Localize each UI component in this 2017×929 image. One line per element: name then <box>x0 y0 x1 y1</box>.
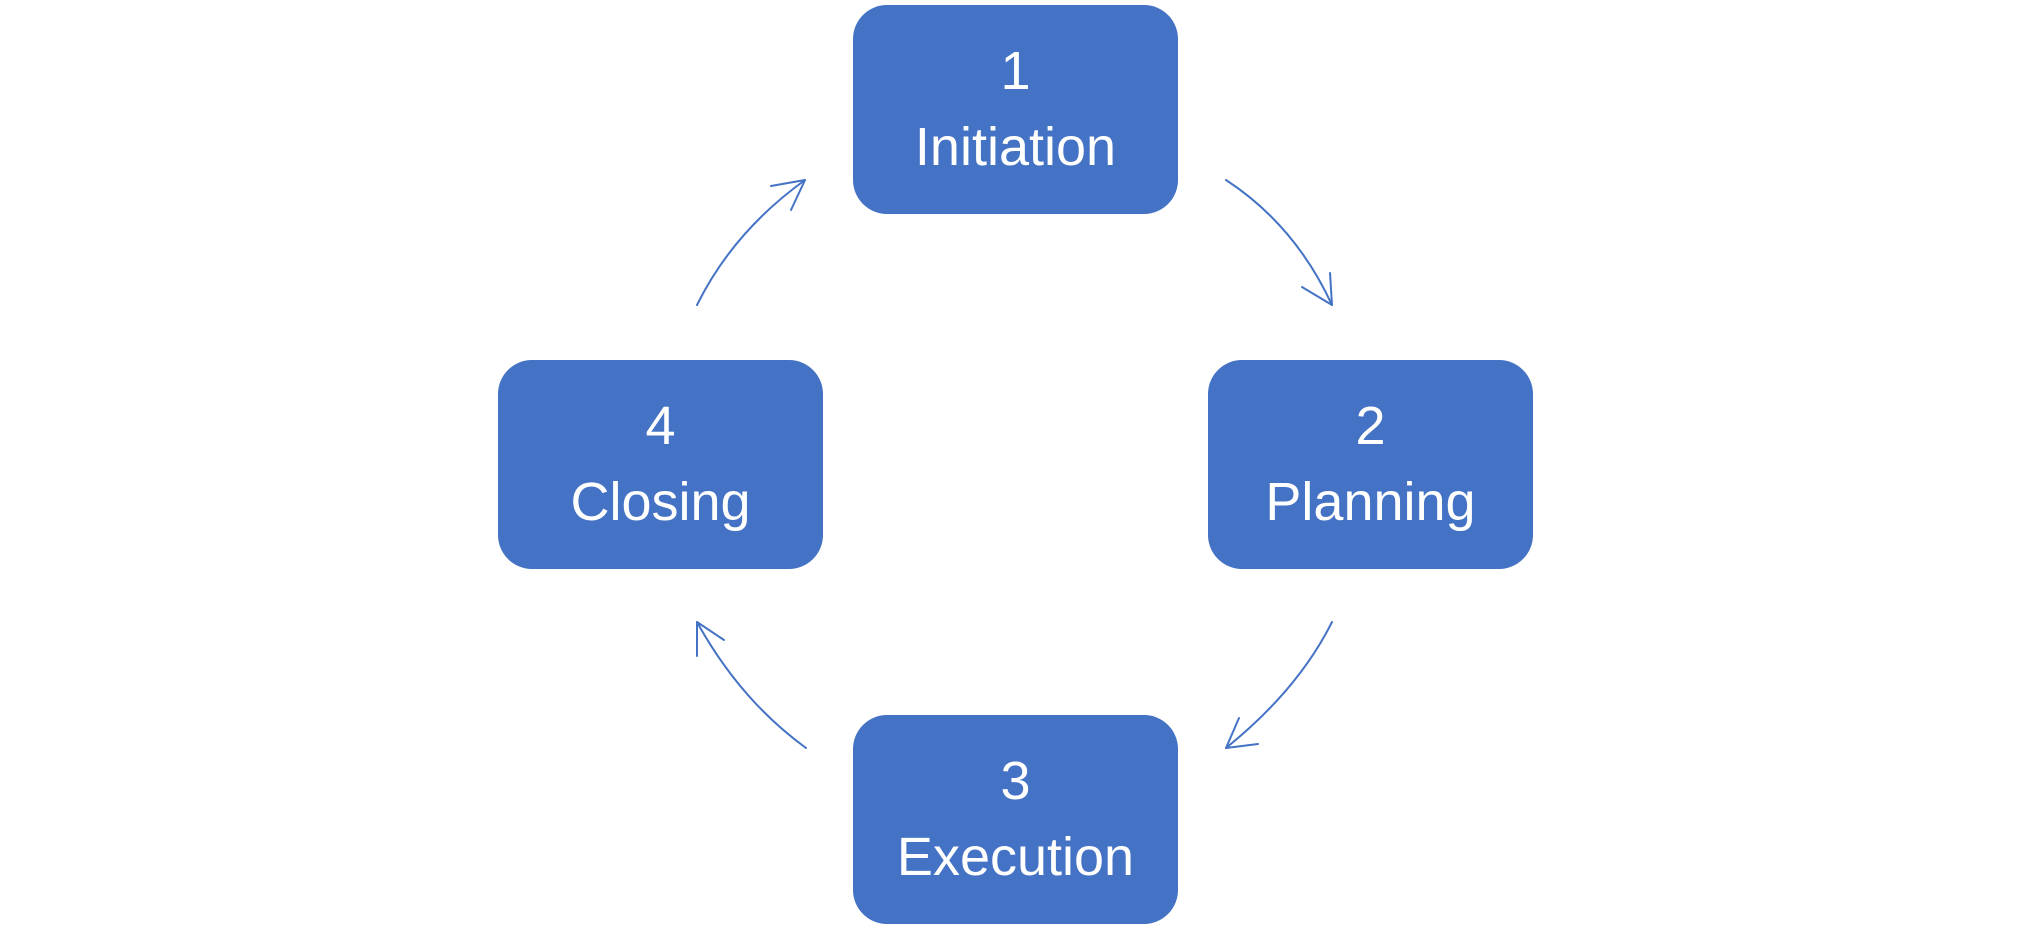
stage-label: Initiation <box>914 116 1117 177</box>
stage-number: 2 <box>1355 396 1386 456</box>
stage-number: 4 <box>645 396 676 456</box>
stage-box-initiation: 1 Initiation <box>853 5 1178 214</box>
stage-box-closing: 4 Closing <box>498 360 823 569</box>
stage-box-execution: 3 Execution <box>853 715 1178 924</box>
stage-label: Planning <box>1265 471 1476 532</box>
stage-number: 1 <box>1000 41 1031 101</box>
stage-label: Closing <box>570 471 751 532</box>
stage-box-planning: 2 Planning <box>1208 360 1533 569</box>
stage-label: Execution <box>896 826 1135 887</box>
stage-number: 3 <box>1000 751 1031 811</box>
arrow-closing-to-initiation <box>696 179 806 306</box>
arrow-initiation-to-planning <box>1225 179 1333 306</box>
arrow-planning-to-execution <box>1225 621 1333 749</box>
arrow-execution-to-closing <box>696 621 807 749</box>
